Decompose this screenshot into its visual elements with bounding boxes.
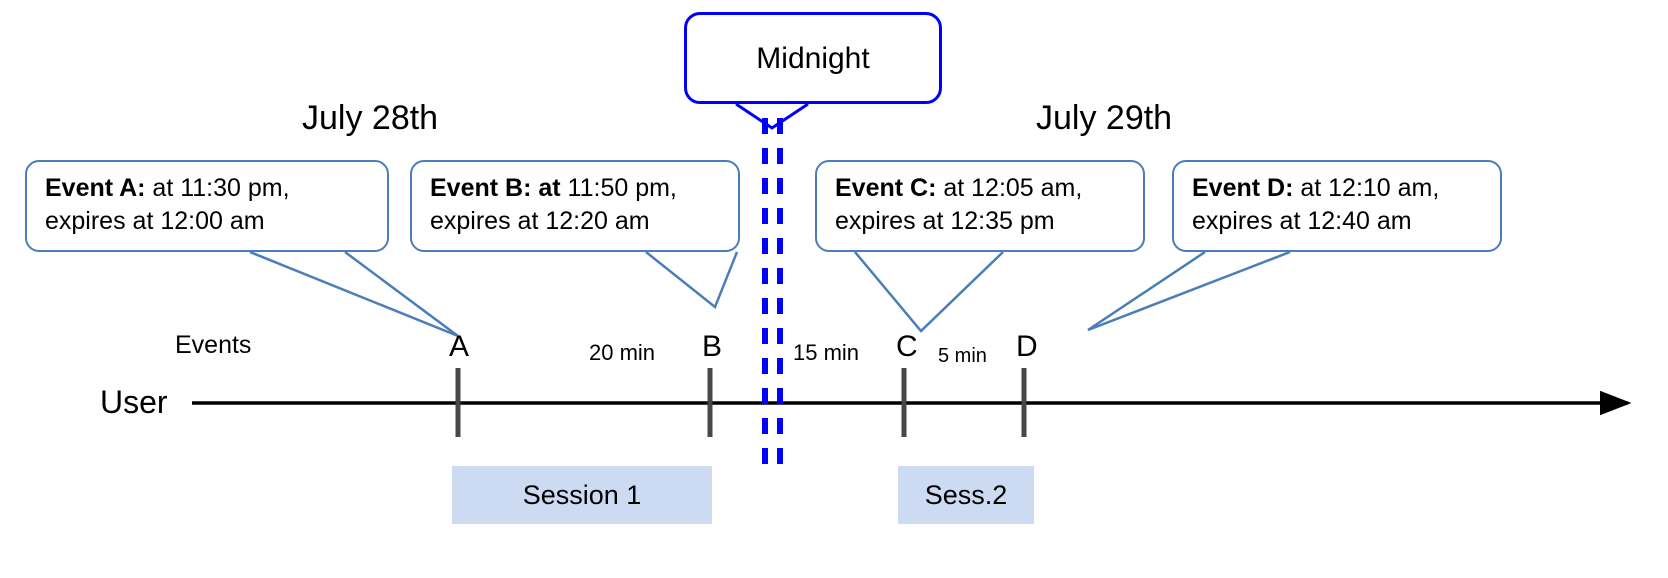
event-a-time: at 11:30 pm,	[145, 174, 290, 202]
gap-label-b-c: 15 min	[793, 340, 860, 365]
axis-label-events: Events	[175, 331, 252, 359]
session-block-2: Sess.2	[898, 466, 1034, 524]
midnight-callout-tail	[735, 102, 809, 130]
callout-b-tail	[645, 251, 739, 310]
event-a-title: Event A:	[45, 174, 146, 202]
event-d-callout: Event D: at 12:10 am, expires at 12:40 a…	[1172, 160, 1502, 252]
session-2-label: Sess.2	[924, 479, 1008, 510]
session-1-label: Session 1	[522, 479, 642, 510]
session-block-1: Session 1	[452, 466, 712, 524]
event-c-title: Event C:	[835, 174, 937, 202]
event-c-callout: Event C: at 12:05 am, expires at 12:35 p…	[815, 160, 1145, 252]
marker-label-c: C	[896, 330, 918, 363]
event-b-callout: Event B: at 11:50 pm, expires at 12:20 a…	[410, 160, 740, 252]
marker-label-b: B	[702, 330, 723, 363]
event-c-time: at 12:05 am,	[936, 174, 1083, 202]
gap-label-a-b: 20 min	[589, 340, 656, 365]
gap-label-c-d: 5 min	[938, 345, 987, 367]
callout-d-tail	[1087, 250, 1291, 332]
midnight-callout: Midnight	[684, 12, 942, 104]
midnight-label: Midnight	[756, 41, 870, 75]
event-c-line1: Event C: at 12:05 am,	[835, 172, 1129, 205]
event-d-line1: Event D: at 12:10 am,	[1192, 172, 1486, 205]
axis-label-user: User	[100, 384, 168, 420]
event-b-line1: Event B: at 11:50 pm,	[430, 172, 724, 205]
date-label-right: July 29th	[1036, 99, 1173, 137]
event-d-time: at 12:10 am,	[1293, 174, 1440, 202]
callout-a-tail	[249, 250, 459, 338]
event-a-callout: Event A: at 11:30 pm, expires at 12:00 a…	[25, 160, 389, 252]
marker-label-d: D	[1016, 330, 1038, 363]
marker-label-a: A	[449, 330, 470, 363]
event-b-time: 11:50 pm,	[560, 174, 677, 202]
event-a-line1: Event A: at 11:30 pm,	[45, 172, 373, 205]
event-b-title: Event B: at	[430, 174, 561, 202]
callout-c-tail	[854, 251, 1004, 333]
event-b-line2: expires at 12:20 am	[430, 206, 650, 235]
event-c-line2: expires at 12:35 pm	[835, 206, 1055, 235]
event-d-line2: expires at 12:40 am	[1192, 206, 1412, 235]
event-a-line2: expires at 12:00 am	[45, 206, 265, 235]
date-label-left: July 28th	[302, 99, 439, 137]
event-d-title: Event D:	[1192, 174, 1294, 202]
